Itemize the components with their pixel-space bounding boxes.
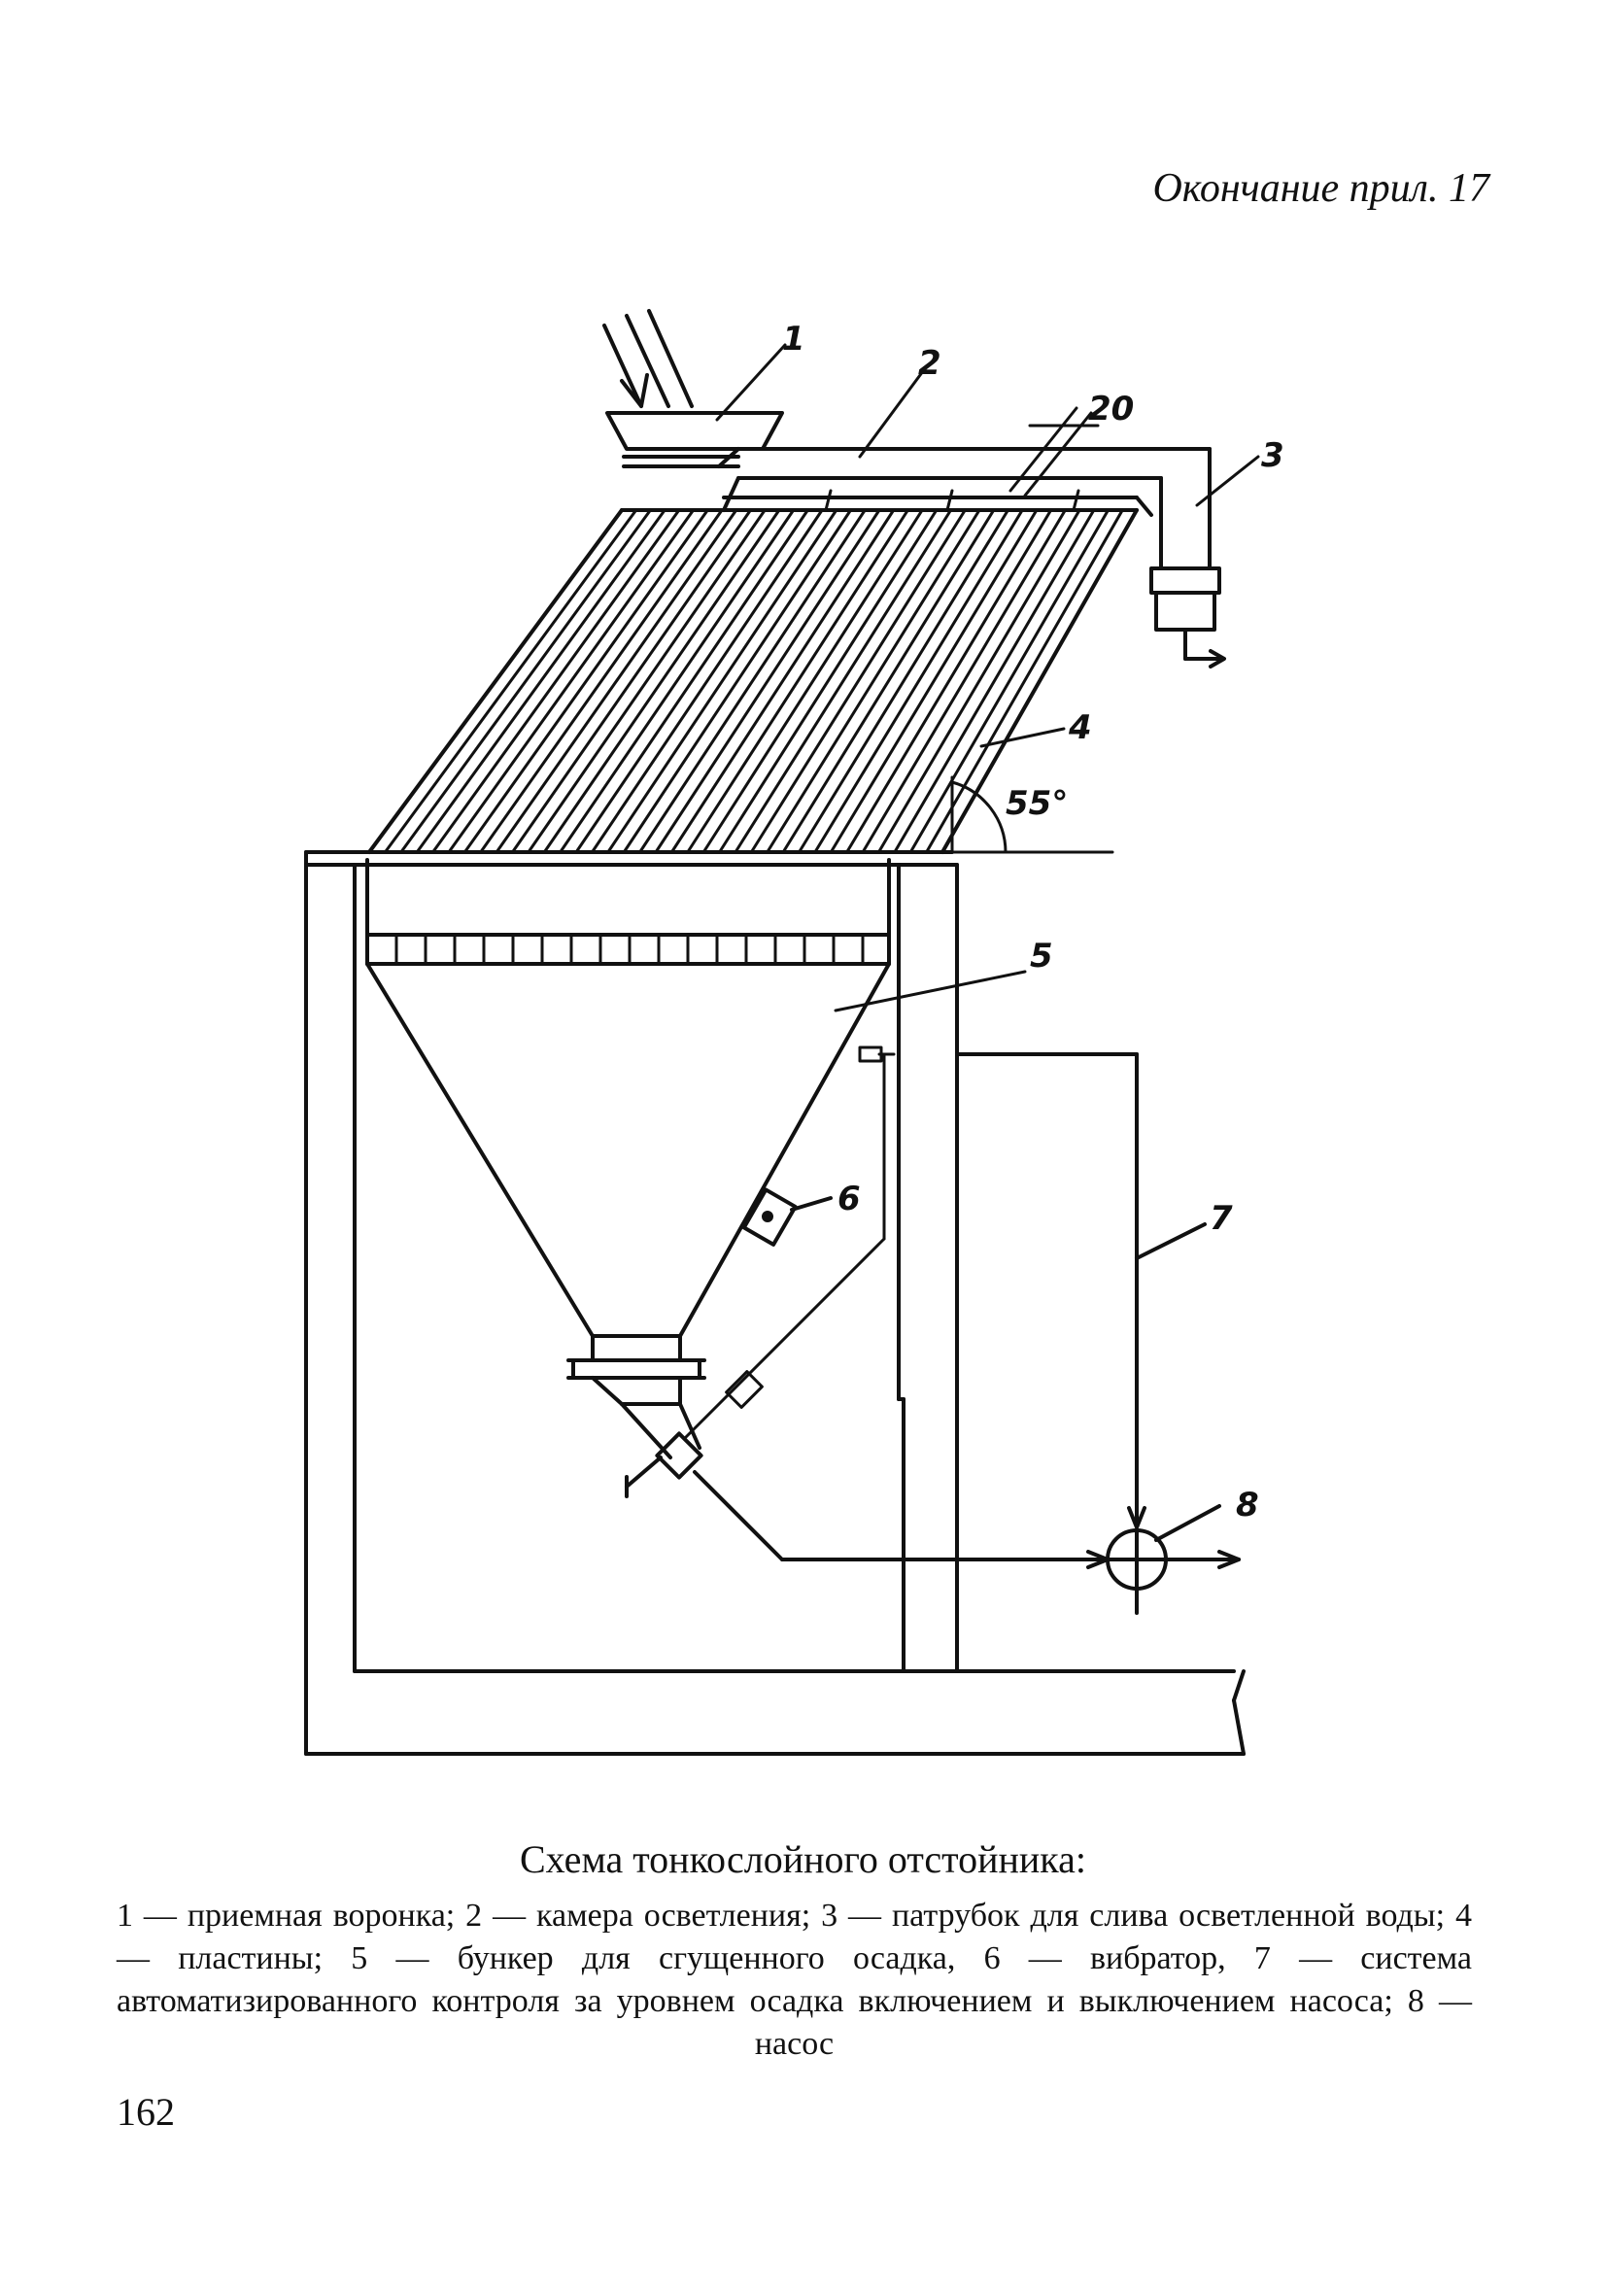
page-number: 162 xyxy=(117,2090,175,2134)
plate-line xyxy=(876,508,1081,854)
vibrator xyxy=(741,1187,833,1247)
dimension-label: 20 xyxy=(1088,390,1134,428)
angle-55 xyxy=(950,775,1114,854)
label-2: 2 xyxy=(918,344,941,383)
plate-line xyxy=(383,508,638,854)
plate-line xyxy=(447,508,696,854)
pump xyxy=(1106,1504,1241,1615)
label-7: 7 xyxy=(1210,1199,1233,1238)
plate-line xyxy=(654,508,881,854)
plate-line xyxy=(495,508,738,854)
leader-lines xyxy=(715,343,1260,1012)
plate-line xyxy=(893,508,1096,854)
plate-line xyxy=(701,508,924,854)
plate-line xyxy=(559,508,796,854)
label-6: 6 xyxy=(837,1180,861,1218)
outlet-valve xyxy=(620,1402,1119,1569)
plate-line xyxy=(606,508,838,854)
label-5: 5 xyxy=(1030,937,1053,976)
plate-line xyxy=(829,508,1039,854)
angle-label: 55° xyxy=(1006,784,1068,823)
figure-caption-title: Схема тонкослойного отстойника: xyxy=(520,1837,1086,1881)
plate-line xyxy=(479,508,724,854)
label-3: 3 xyxy=(1261,436,1284,475)
plate-line xyxy=(462,508,709,854)
plate-line xyxy=(686,508,909,854)
plate-line xyxy=(542,508,781,854)
plate-line xyxy=(415,508,666,854)
label-4: 4 xyxy=(1068,708,1092,747)
plate-line xyxy=(861,508,1067,854)
dimension-20 xyxy=(1008,406,1100,497)
plate-line xyxy=(734,508,953,854)
plate-line xyxy=(798,508,1009,854)
plate-line xyxy=(766,508,981,854)
plate-line xyxy=(638,508,867,854)
figure-caption-text: 1 — приемная воронка; 2 — камера осветле… xyxy=(117,1898,1472,2062)
distribution-grid xyxy=(365,858,891,966)
plate-line xyxy=(590,508,824,854)
tank-walls xyxy=(304,850,1246,1756)
label-8: 8 xyxy=(1236,1486,1259,1525)
receiving-funnel xyxy=(605,411,784,468)
plate-line xyxy=(940,508,1139,854)
control-line xyxy=(683,1045,896,1440)
plate-line xyxy=(527,508,767,854)
plate-line xyxy=(781,508,996,854)
level-control-system xyxy=(955,1052,1207,1529)
plate-line xyxy=(367,508,624,854)
plate-line xyxy=(908,508,1111,854)
plate-line xyxy=(669,508,896,854)
plate-line xyxy=(399,508,652,854)
header-note: Окончание прил. 17 xyxy=(1152,166,1489,211)
plate-line xyxy=(431,508,681,854)
plate-line xyxy=(574,508,809,854)
sludge-hopper xyxy=(365,962,891,1406)
discharge-pipe xyxy=(1135,447,1226,668)
settler-diagram: 1 2 3 4 5 6 7 8 20 55° xyxy=(304,309,1284,1756)
plate-line xyxy=(718,508,939,854)
diagram-labels: 1 2 3 4 5 6 7 8 20 55° xyxy=(782,320,1284,1525)
plate-line xyxy=(622,508,853,854)
plate-line xyxy=(813,508,1024,854)
inclined-plates xyxy=(367,508,1139,854)
plate-line xyxy=(511,508,752,854)
plate-line xyxy=(925,508,1124,854)
inflow-arrows xyxy=(602,309,694,408)
plate-line xyxy=(845,508,1053,854)
label-1: 1 xyxy=(782,320,805,359)
plate-line xyxy=(749,508,967,854)
